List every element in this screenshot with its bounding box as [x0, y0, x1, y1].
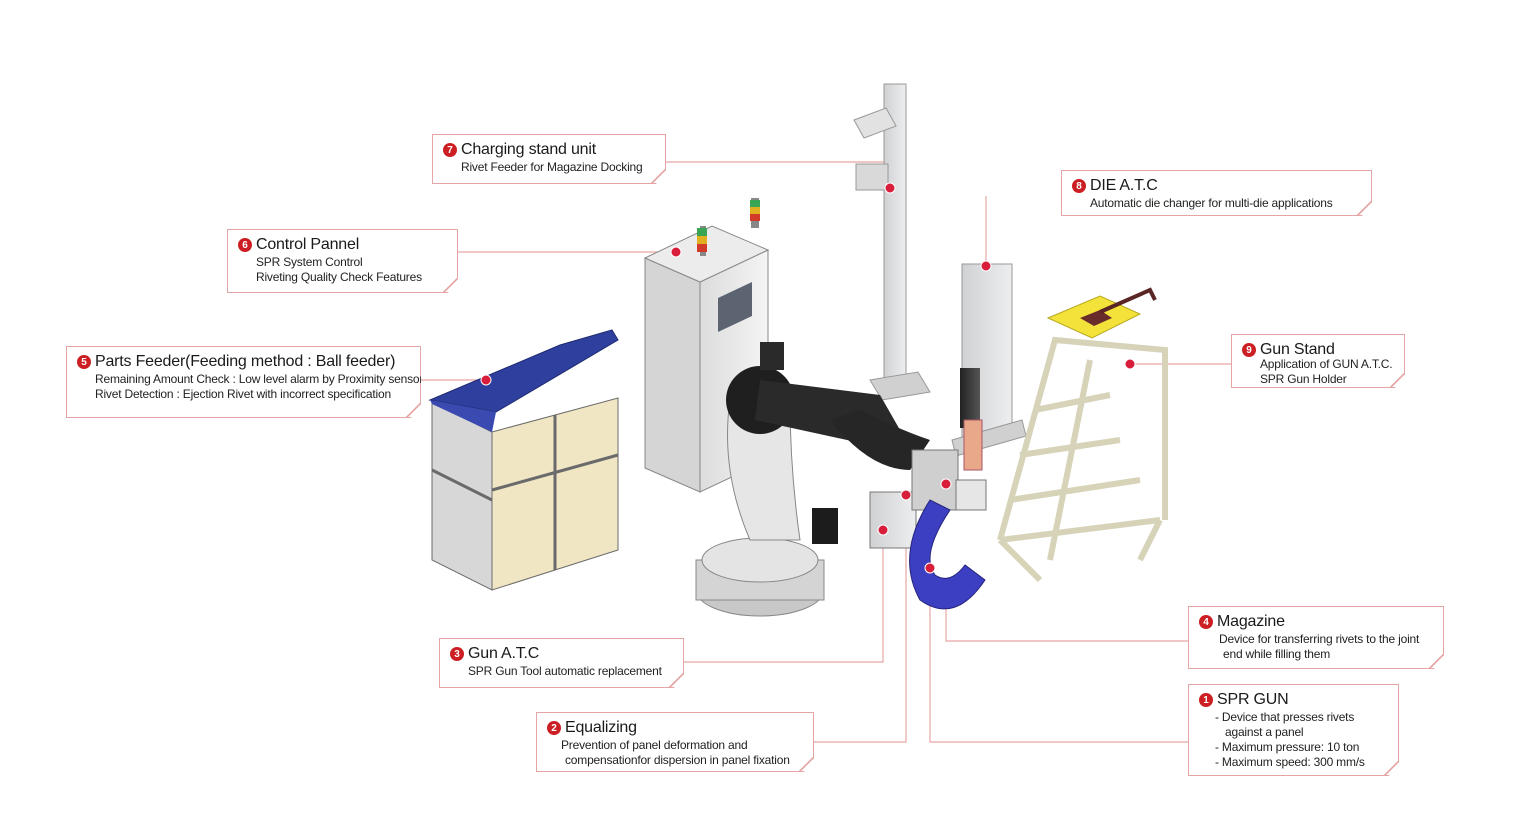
callout-title: Charging stand unit — [461, 141, 596, 158]
callout-parts-feeder: 5 Parts Feeder(Feeding method : Ball feed… — [66, 346, 421, 418]
leader-lines — [420, 161, 1232, 743]
gun-stand-frame — [997, 336, 1168, 583]
callout-title: SPR GUN — [1217, 691, 1289, 708]
callout-line: Riveting Quality Check Features — [256, 270, 422, 284]
callout-magazine: 4 Magazine Device for transferring rivets… — [1188, 606, 1444, 669]
callout-title: Control Pannel — [256, 236, 360, 253]
parts-feeder-machine — [428, 329, 619, 591]
spr-gun-assembly — [869, 449, 987, 610]
callout-line: against a panel — [1225, 725, 1304, 739]
callout-line: Remaining Amount Check : Low level alarm… — [95, 372, 424, 386]
die-atc-unit — [951, 263, 1027, 471]
callout-line: compensationfor dispersion in panel fixa… — [565, 753, 790, 767]
callout-line: Device for transferring rivets to the jo… — [1219, 632, 1420, 646]
callout-title: Gun Stand — [1260, 341, 1335, 358]
number-badge: 1 — [1199, 693, 1213, 707]
callout-line: Rivet Detection : Ejection Rivet with in… — [95, 387, 391, 401]
number-badge: 6 — [238, 238, 252, 252]
charging-stand-column — [853, 83, 931, 401]
callout-line: Prevention of panel deformation and — [561, 738, 748, 752]
number-badge: 8 — [1072, 179, 1086, 193]
callout-line: end while filling them — [1223, 647, 1330, 661]
callout-line: SPR System Control — [256, 255, 363, 269]
gun-stand-top-plate — [1046, 287, 1157, 339]
callout-line: - Maximum speed: 300 mm/s — [1215, 755, 1365, 769]
callout-gun-atc: 3 Gun A.T.C SPR Gun Tool automatic replac… — [439, 638, 684, 688]
callout-gun-stand: 9 Gun Stand Application of GUN A.T.C. SPR… — [1231, 334, 1405, 388]
number-badge: 3 — [450, 647, 464, 661]
callout-title: Parts Feeder(Feeding method : Ball feede… — [95, 353, 396, 370]
callout-title: Equalizing — [565, 719, 637, 736]
number-badge: 7 — [443, 143, 457, 157]
number-badge: 2 — [547, 721, 561, 735]
callout-line: SPR Gun Tool automatic replacement — [468, 664, 662, 678]
callout-die-atc: 8 DIE A.T.C Automatic die changer for mul… — [1061, 170, 1372, 216]
callout-equalizing: 2 Equalizing Prevention of panel deformat… — [536, 712, 814, 772]
callout-line: SPR Gun Holder — [1260, 372, 1347, 386]
robot-arm — [695, 342, 930, 617]
callout-control-pannel: 6 Control Pannel SPR System Control Rivet… — [227, 229, 458, 293]
marker-dots — [480, 182, 1136, 574]
callout-line: Rivet Feeder for Magazine Docking — [461, 160, 643, 174]
callout-title: Magazine — [1217, 613, 1285, 630]
number-badge: 4 — [1199, 615, 1213, 629]
callout-line: - Device that presses rivets — [1215, 710, 1355, 724]
callout-line: - Maximum pressure: 10 ton — [1215, 740, 1360, 754]
number-badge: 9 — [1242, 343, 1256, 357]
callout-charging-stand-unit: 7 Charging stand unit Rivet Feeder for Ma… — [432, 134, 666, 184]
callout-line: Application of GUN A.T.C. — [1260, 357, 1393, 371]
callout-spr-gun: 1 SPR GUN - Device that presses rivets ag… — [1188, 684, 1399, 776]
callout-line: Automatic die changer for multi-die appl… — [1090, 196, 1333, 210]
callout-title: DIE A.T.C — [1090, 177, 1158, 194]
callout-title: Gun A.T.C — [468, 645, 540, 662]
number-badge: 5 — [77, 355, 91, 369]
